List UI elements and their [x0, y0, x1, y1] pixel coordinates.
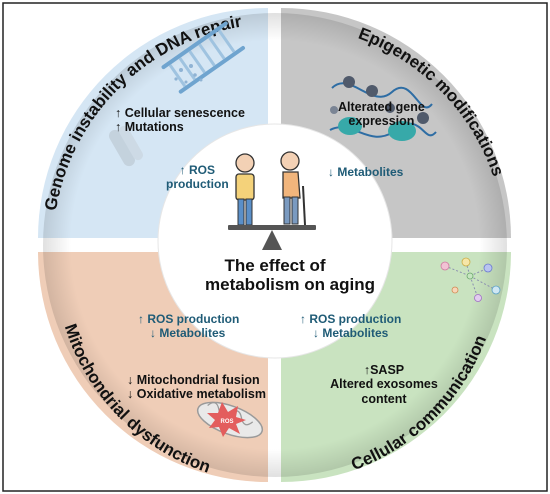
- effects-genome-instability: ↑ Cellular senescence ↑ Mutations: [115, 106, 245, 135]
- inner-line: ↓ Metabolites: [312, 325, 389, 340]
- inner-genome-instability: ↑ ROS production: [166, 163, 229, 192]
- nucleosome-icon: [329, 76, 437, 141]
- effects-cellular-communication: ↑SASP Altered exosomes content: [318, 363, 450, 406]
- svg-text:ROS: ROS: [220, 419, 233, 425]
- effect-line: ↓ Mitochondrial fusion: [127, 373, 260, 387]
- inner-line: ↓ Metabolites: [150, 325, 226, 340]
- center-title-line2: metabolism on aging: [205, 275, 376, 295]
- network-icon: [440, 257, 501, 302]
- dna-ladder-icon: [161, 21, 246, 94]
- inner-mitochondrial: ↑ ROS production ↓ Metabolites: [138, 312, 240, 341]
- inner-line: ↑ ROS: [179, 163, 215, 177]
- effect-line: ↑SASP: [363, 363, 405, 377]
- inner-line: production: [166, 176, 229, 191]
- mitochondrion-icon: ROS: [196, 401, 264, 439]
- inner-epigenetic: ↓ Metabolites: [328, 165, 404, 180]
- effect-line: Alterated gene: [338, 100, 425, 114]
- effect-line: ↑ Mutations: [115, 120, 184, 135]
- effects-mitochondrial: ↓ Mitochondrial fusion ↓ Oxidative metab…: [127, 373, 266, 402]
- aging-seesaw-icon: [228, 151, 316, 250]
- inner-line: ↑ ROS production: [300, 312, 402, 326]
- effect-line: ↓ Oxidative metabolism: [127, 387, 266, 402]
- inner-cellular-communication: ↑ ROS production ↓ Metabolites: [300, 312, 402, 341]
- effect-line: Altered exosomes: [330, 377, 438, 392]
- effect-line: content: [361, 391, 407, 406]
- effect-line: ↑ Cellular senescence: [115, 106, 245, 120]
- inner-line: ↑ ROS production: [138, 312, 240, 326]
- center-title-line1: The effect of: [224, 256, 326, 275]
- chromosome-icon: [109, 125, 143, 167]
- effect-line: expression: [348, 114, 415, 129]
- inner-line: ↓ Metabolites: [328, 165, 404, 179]
- center-title: The effect of metabolism on aging: [205, 256, 376, 295]
- effects-epigenetic: Alterated gene expression: [338, 100, 425, 129]
